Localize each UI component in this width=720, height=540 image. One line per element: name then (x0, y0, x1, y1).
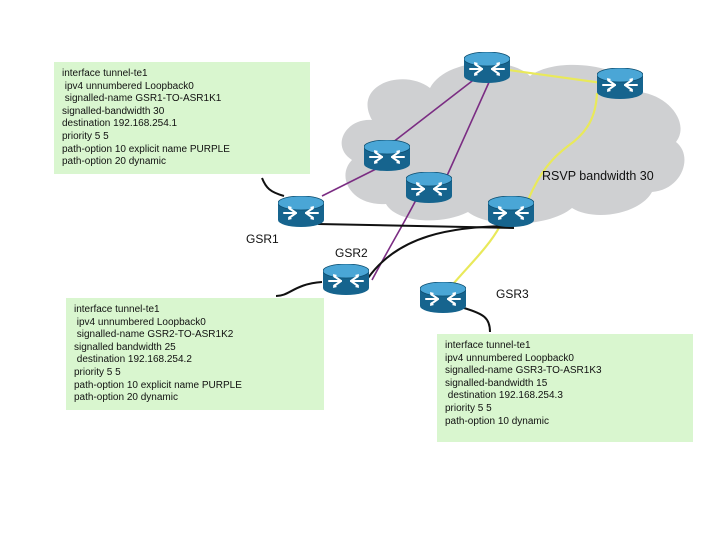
router-core-top-icon (464, 52, 510, 84)
config-line: signalled-name GSR2-TO-ASR1K2 (74, 329, 234, 341)
link-gsr1-core-mid-left (321, 167, 379, 197)
router-gsr2-icon (323, 264, 369, 296)
gsr1-config-box: interface tunnel-te1 ipv4 unnumbered Loo… (54, 62, 310, 174)
link-gsr2-core-mid (371, 195, 419, 281)
link-gsr3-config (463, 307, 491, 333)
config-line: priority 5 5 (445, 402, 492, 414)
config-line: ipv4 unnumbered Loopback0 (445, 352, 574, 364)
config-line: signalled-bandwidth 15 (445, 377, 548, 389)
config-line: signalled-name GSR1-TO-ASR1K1 (62, 93, 222, 105)
config-line: signalled bandwidth 25 (74, 341, 176, 353)
gsr1-label: GSR1 (246, 232, 279, 246)
gsr2-label: GSR2 (335, 246, 368, 260)
config-line: ipv4 unnumbered Loopback0 (62, 80, 194, 92)
config-line: ipv4 unnumbered Loopback0 (74, 316, 206, 328)
router-core-mid-icon (406, 172, 452, 204)
config-line: path-option 10 explicit name PURPLE (62, 143, 230, 155)
config-line: path-option 20 dynamic (62, 156, 166, 168)
gsr2-config-box: interface tunnel-te1 ipv4 unnumbered Loo… (66, 298, 324, 410)
config-line: destination 192.168.254.1 (62, 118, 178, 130)
config-line: destination 192.168.254.3 (445, 390, 563, 402)
config-line: signalled-bandwidth 30 (62, 105, 165, 117)
link-core-mid-core-top (445, 79, 491, 179)
link-gsr2-core-asr (367, 225, 515, 279)
config-line: priority 5 5 (62, 130, 109, 142)
router-core-mid-left-icon (364, 140, 410, 172)
link-gsr3-core-asr (447, 225, 501, 291)
config-line: path-option 20 dynamic (74, 392, 178, 404)
link-core-mid-left-core-top (387, 77, 477, 147)
gsr3-config-box: interface tunnel-te1 ipv4 unnumbered Loo… (437, 334, 693, 442)
config-line: interface tunnel-te1 (62, 68, 148, 79)
config-line: signalled-name GSR3-TO-ASR1K3 (445, 365, 602, 377)
config-line: interface tunnel-te1 (445, 340, 531, 351)
config-line: priority 5 5 (74, 366, 121, 378)
link-gsr1-config (261, 177, 285, 197)
rsvp-bandwidth-label: RSVP bandwidth 30 (542, 169, 654, 183)
config-line: interface tunnel-te1 (74, 304, 160, 315)
config-line: path-option 10 explicit name PURPLE (74, 379, 242, 391)
config-line: path-option 10 dynamic (445, 415, 549, 427)
gsr3-label: GSR3 (496, 287, 529, 301)
router-core-asr-icon (488, 196, 534, 228)
link-gsr2-config (275, 281, 323, 297)
router-gsr1-icon (278, 196, 324, 228)
router-gsr3-icon (420, 282, 466, 314)
router-core-right-icon (597, 68, 643, 100)
link-core-right-core-asr (526, 92, 599, 201)
config-line: destination 192.168.254.2 (74, 354, 192, 366)
